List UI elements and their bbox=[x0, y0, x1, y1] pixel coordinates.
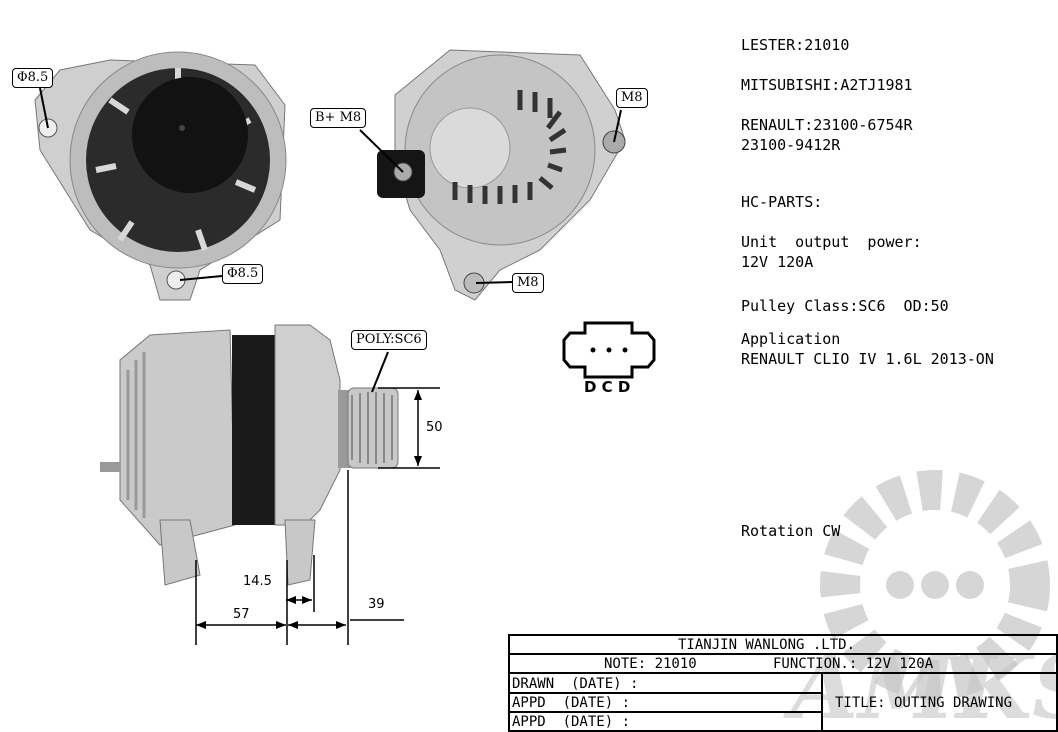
spec-lester: LESTER:21010 bbox=[741, 36, 850, 54]
spec-renault-1: RENAULT:23100-6754R bbox=[741, 116, 913, 134]
spec-application-value: RENAULT CLIO IV 1.6L 2013-ON bbox=[741, 350, 994, 368]
watermark-gear-icon bbox=[820, 470, 1050, 700]
dim-50: 50 bbox=[426, 420, 443, 435]
callout-phi-top: Φ8.5 bbox=[12, 68, 54, 88]
callout-m8-right: M8 bbox=[616, 88, 648, 108]
title-block: TIANJIN WANLONG .LTD. NOTE: 21010 FUNCTI… bbox=[508, 634, 1058, 732]
tb-appd-1: APPD (DATE) : bbox=[512, 695, 631, 711]
title-block-grid bbox=[508, 634, 1058, 732]
side-view bbox=[100, 324, 399, 586]
spec-mitsubishi: MITSUBISHI:A2TJ1981 bbox=[741, 76, 913, 94]
dim-57: 57 bbox=[233, 607, 250, 622]
callout-b-plus: B+ M8 bbox=[310, 108, 367, 128]
dim-39: 39 bbox=[368, 597, 385, 612]
tb-function: FUNCTION.: 12V 120A bbox=[773, 656, 934, 672]
callout-phi-bottom: Φ8.5 bbox=[222, 264, 264, 284]
spec-renault-2: 23100-9412R bbox=[741, 136, 841, 154]
tb-title: TITLE: OUTING DRAWING bbox=[835, 695, 1013, 711]
tb-note: NOTE: 21010 bbox=[604, 656, 697, 672]
tb-company: TIANJIN WANLONG .LTD. bbox=[678, 637, 856, 653]
spec-output-power-value: 12V 120A bbox=[741, 253, 814, 271]
dimension-arrows bbox=[196, 390, 422, 629]
spec-rotation: Rotation CW bbox=[741, 522, 841, 540]
callout-poly: POLY:SC6 bbox=[351, 330, 427, 350]
dimension-lines bbox=[195, 387, 440, 645]
tb-drawn: DRAWN (DATE) : bbox=[512, 676, 639, 692]
callout-m8-bottom: M8 bbox=[512, 273, 544, 293]
spec-hc-parts: HC-PARTS: bbox=[741, 193, 823, 211]
spec-output-power-label: Unit output power: bbox=[741, 233, 922, 251]
callout-leaders bbox=[39, 87, 622, 393]
spec-application-label: Application bbox=[741, 330, 841, 348]
connector-icon bbox=[562, 321, 656, 379]
spec-pulley: Pulley Class:SC6 OD:50 bbox=[741, 297, 949, 315]
front-view bbox=[34, 51, 287, 301]
tb-appd-2: APPD (DATE) : bbox=[512, 714, 631, 730]
dim-14-5: 14.5 bbox=[243, 574, 272, 589]
watermark-text: AMKS bbox=[783, 635, 1058, 732]
connector-label: D C D bbox=[584, 378, 631, 396]
rear-view bbox=[377, 49, 626, 301]
